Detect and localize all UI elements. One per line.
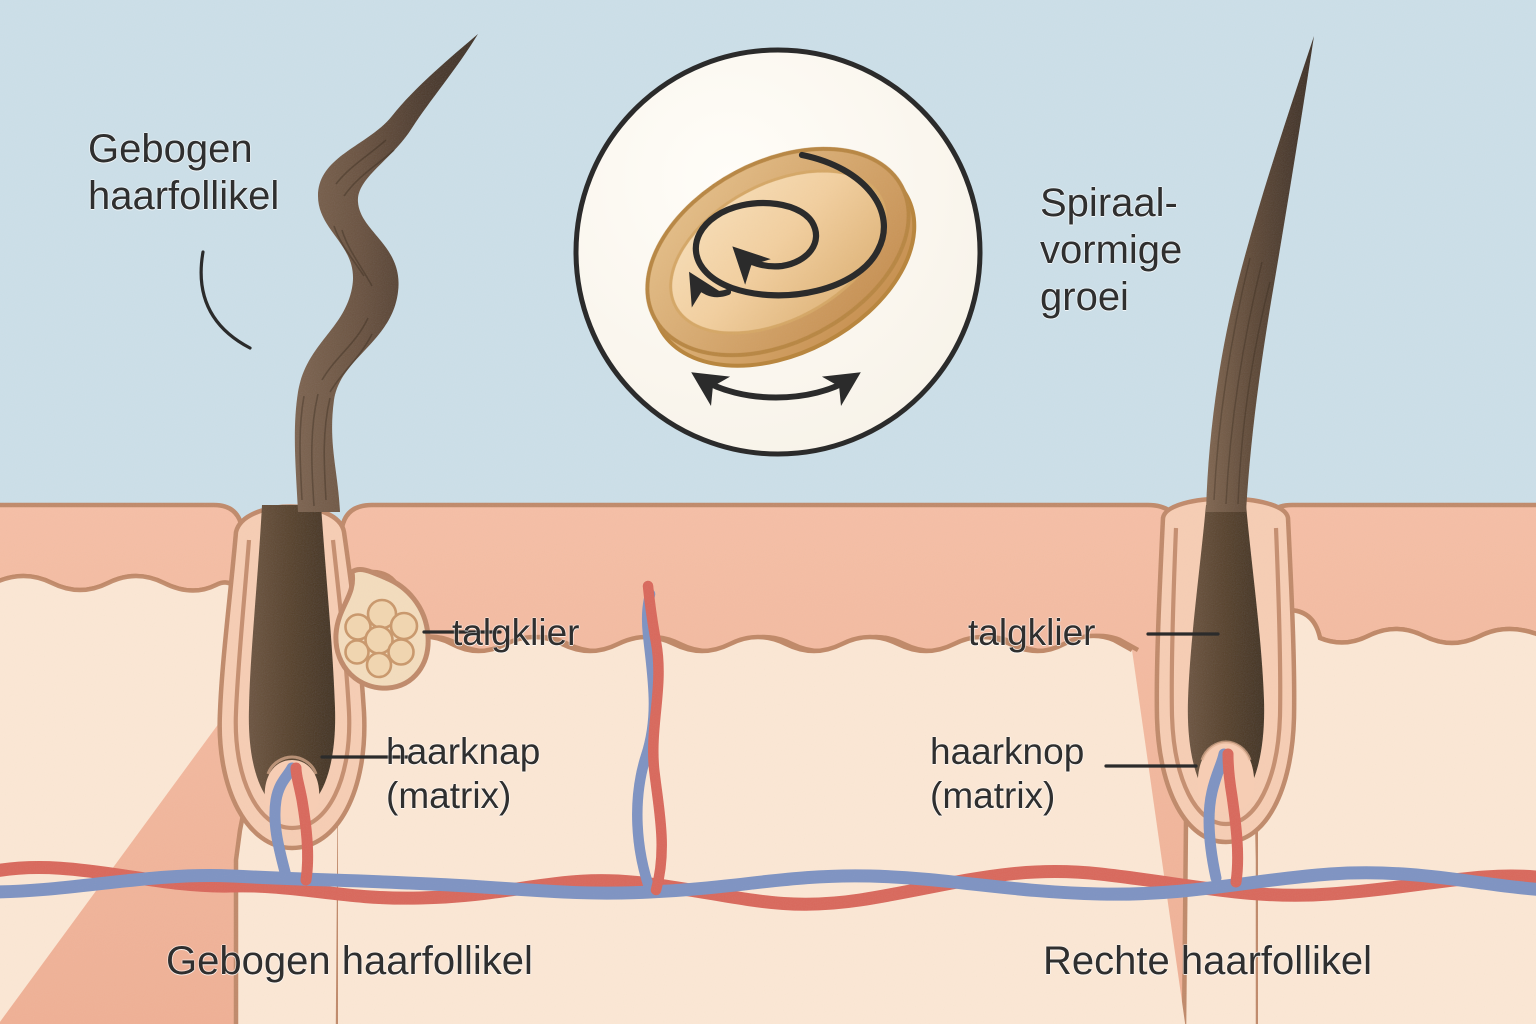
curly-hair-shaft	[294, 34, 478, 512]
straight-hair-follicle	[1154, 36, 1314, 845]
straight-hair-shaft	[1206, 36, 1314, 512]
sebaceous-gland-left	[333, 567, 431, 691]
spiral-arrow-tail	[689, 271, 732, 308]
vessel-branch-middle-artery	[642, 580, 667, 896]
leader-lines	[199, 250, 1220, 768]
artery	[0, 861, 1536, 911]
spiral-arrow	[692, 151, 887, 299]
epidermis-segment-left	[0, 502, 256, 1024]
curved-hair-follicle	[217, 34, 478, 851]
epidermis-segment-middle	[335, 502, 1191, 1024]
double-arrow-arc	[691, 372, 861, 407]
leader-curly-callout	[199, 250, 252, 350]
follicle-cross-section-inset	[573, 47, 983, 457]
sebaceous-lobules-left	[344, 598, 419, 679]
epidermis-segment-right	[1253, 502, 1536, 1024]
capillary-network	[0, 580, 1536, 911]
vein	[0, 866, 1536, 901]
